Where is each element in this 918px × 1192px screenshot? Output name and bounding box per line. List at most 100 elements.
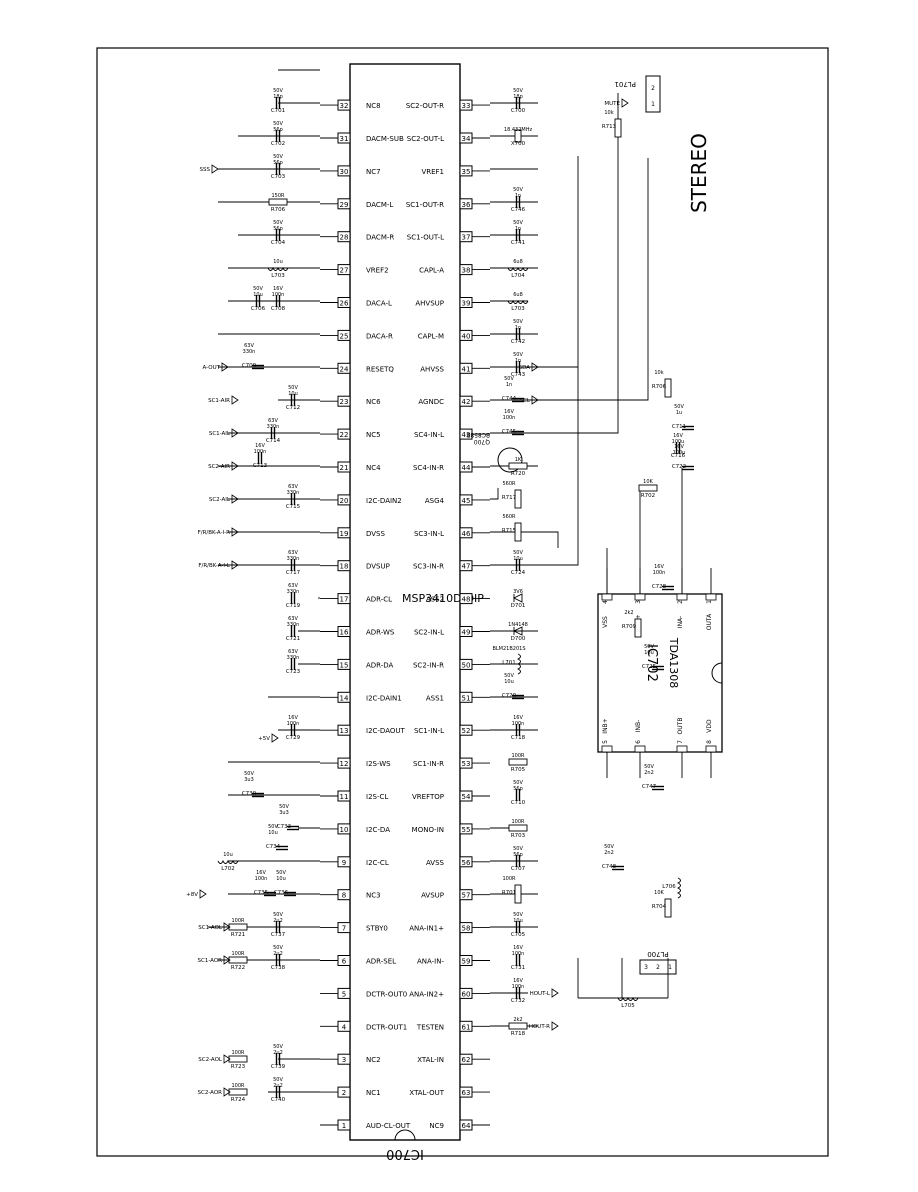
ic700-pin-name: NC7 <box>366 168 381 176</box>
net-label-text: MUTE <box>604 101 620 107</box>
ic700-pin-num: 19 <box>340 530 349 538</box>
component-ref: L705 <box>621 1003 635 1009</box>
component-ref: C709 <box>242 363 257 369</box>
ic700-pin-name: SC2-OUT-L <box>407 135 444 143</box>
component-ref: L703 <box>271 273 285 279</box>
ic700-pin-name: XTAL-OUT <box>409 1089 444 1097</box>
ic700-pin-name: DCTR-OUT1 <box>366 1023 407 1031</box>
ic700-pin-num: 10 <box>340 826 349 834</box>
component-value: 1n <box>515 193 521 199</box>
ic702-pin-name: OUTB <box>677 718 684 735</box>
component-value: 330n <box>287 556 300 562</box>
ic700-pin-num: 54 <box>462 793 471 801</box>
ic700-pin-num: 41 <box>462 365 471 373</box>
component-ref: C718 <box>511 735 526 741</box>
ic700-pin-name: RESETQ <box>366 365 394 373</box>
ic700-pin-num: 7 <box>342 925 346 933</box>
component-value: 3u3 <box>244 777 254 783</box>
component-ref: R717 <box>502 495 517 501</box>
component-ref: C741 <box>511 240 525 246</box>
ic700-pin-num: 56 <box>462 859 471 867</box>
component-value: 50V <box>504 673 514 679</box>
ic700-pin-name: NC9 <box>429 1122 444 1130</box>
component-ref: R724 <box>231 1097 246 1103</box>
ic700-pin-name: ADR-SEL <box>366 958 396 966</box>
component-value: 16V <box>513 715 523 721</box>
component-value: 6u8 <box>513 259 523 265</box>
ic700-pin-name: NC1 <box>366 1089 381 1097</box>
component-value: 150R <box>271 193 285 199</box>
component-value: 330n <box>287 655 300 661</box>
component-value: 1n <box>515 325 521 331</box>
component-value: 50V <box>513 352 523 358</box>
net-label: SC1-AIR <box>208 395 239 405</box>
component-ref: C711 <box>672 424 686 430</box>
ic702-pin-name: INA- <box>677 616 684 628</box>
component-ref: C700 <box>511 108 526 114</box>
component-ref: C706 <box>251 306 266 312</box>
ic700-pin-30: 30 NC7 <box>320 165 381 177</box>
pl701-pin: 2 <box>651 85 655 92</box>
component-value: 63V <box>288 583 298 589</box>
ic700-pin-name: SC1-IN-R <box>413 760 444 768</box>
net-label: SC2-AOR <box>197 1087 231 1097</box>
ic700-pin-name: CAPL-M <box>418 332 444 340</box>
component-value: 100n <box>287 721 300 727</box>
ic700-pin-num: 4 <box>342 1023 347 1031</box>
ic700-pin-num: 48 <box>462 596 471 604</box>
ic700-pin-name: I2C-DAOUT <box>366 727 405 735</box>
ic700-pin-name: SC3-IN-L <box>414 530 444 538</box>
pl700-ref: PL700 <box>647 950 668 958</box>
component-ref: C728 <box>652 584 667 590</box>
ic700-pin-num: 24 <box>340 365 349 373</box>
ic700-pin-name: I2C-CL <box>366 859 389 867</box>
net-label: HOUT-L <box>530 988 559 998</box>
component-value: 50V <box>244 771 254 777</box>
component-value: 2u2 <box>273 1050 283 1056</box>
ic700-pin-num: 6 <box>342 958 347 966</box>
component-value: 10u <box>276 876 286 882</box>
ic700-pin-name: AHVSS <box>420 365 444 373</box>
ic702-pin-name: INB+ <box>602 718 609 733</box>
ic700-pin-name: DACM-L <box>366 201 393 209</box>
component-value: 50V <box>604 844 614 850</box>
component-value: 50V <box>513 912 523 918</box>
pl701-pin: 1 <box>651 101 655 108</box>
ic700-pin-name: DVSS <box>366 530 385 538</box>
component-value: 50V <box>276 870 286 876</box>
ic702-pin-num: 3 <box>635 600 642 604</box>
component-value: 2u2 <box>273 951 283 957</box>
component-ref: C745 <box>502 429 517 435</box>
component-ref: R709 <box>622 624 637 630</box>
ic700-pin-num: 30 <box>340 168 349 176</box>
ic700-pin-num: 9 <box>342 859 346 867</box>
component-ref: C740 <box>271 1097 286 1103</box>
net-label-text: SC1-AOL <box>198 925 223 931</box>
ic700-pin-num: 16 <box>340 629 349 637</box>
component-ref: C744 <box>502 396 517 402</box>
net-label-text: F/R/BK-A-I-R <box>198 530 231 536</box>
